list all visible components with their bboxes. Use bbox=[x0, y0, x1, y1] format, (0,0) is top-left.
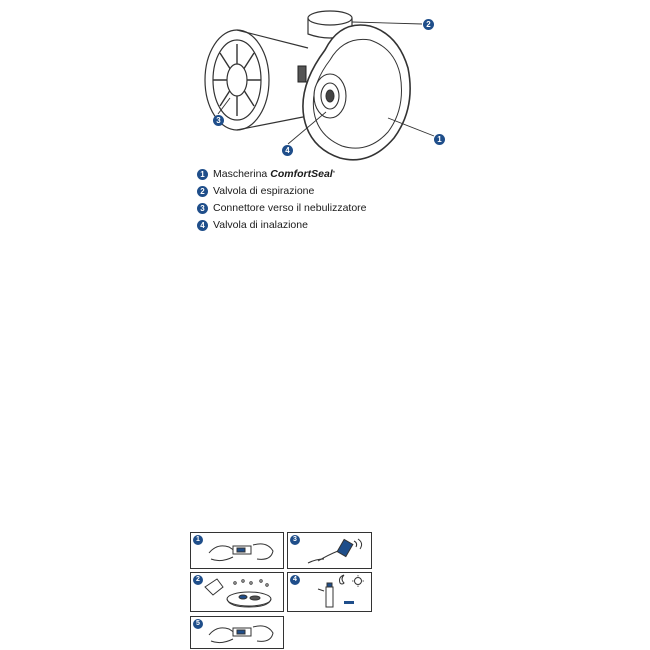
legend-brand: ComfortSeal bbox=[270, 168, 333, 180]
legend-number: 3 bbox=[197, 202, 208, 214]
legend-brand-mark: * bbox=[332, 171, 336, 177]
legend-item-inhalation-valve: 4 Valvola di inalazione bbox=[197, 217, 367, 233]
mask-drawing-icon bbox=[204, 10, 435, 161]
step-number: 1 bbox=[193, 535, 203, 545]
soaking-parts-in-bowl-icon bbox=[204, 578, 272, 608]
mask-diagram: 2 3 4 1 bbox=[180, 8, 460, 168]
callout-1: 1 bbox=[434, 134, 445, 145]
hands-assembling-connector-icon bbox=[208, 625, 274, 644]
bottle-and-air-dry-icon bbox=[317, 574, 364, 608]
step-panel-5: 5 bbox=[190, 616, 284, 649]
step-panel-1: 1 bbox=[190, 532, 284, 569]
callout-2: 2 bbox=[423, 19, 434, 30]
parts-legend: 1 Mascherina ComfortSeal* 2 Valvola di e… bbox=[197, 166, 367, 234]
legend-number: 1 bbox=[197, 168, 208, 180]
hands-wiping-connector-icon bbox=[208, 543, 274, 562]
legend-number: 4 bbox=[197, 219, 208, 231]
step-number: 4 bbox=[290, 575, 300, 585]
callout-4: 4 bbox=[282, 145, 293, 156]
legend-item-exhalation-valve: 2 Valvola di espirazione bbox=[197, 183, 367, 199]
legend-label: Mascherina bbox=[213, 168, 268, 180]
step-panel-4: 4 bbox=[287, 572, 372, 612]
legend-label: Connettore verso il nebulizzatore bbox=[213, 202, 367, 214]
legend-label: Valvola di espirazione bbox=[213, 185, 315, 197]
step-number: 3 bbox=[290, 535, 300, 545]
legend-item-mask: 1 Mascherina ComfortSeal* bbox=[197, 166, 367, 182]
hand-holding-mask-icon bbox=[307, 538, 363, 564]
step-number: 5 bbox=[193, 619, 203, 629]
legend-label: Valvola di inalazione bbox=[213, 219, 308, 231]
step-number: 2 bbox=[193, 575, 203, 585]
step-panel-2: 2 bbox=[190, 572, 284, 612]
legend-item-nebulizer-connector: 3 Connettore verso il nebulizzatore bbox=[197, 200, 367, 216]
legend-number: 2 bbox=[197, 185, 208, 197]
cleaning-steps: 1 3 2 bbox=[190, 532, 375, 649]
callout-3: 3 bbox=[213, 115, 224, 126]
step-panel-3: 3 bbox=[287, 532, 372, 569]
